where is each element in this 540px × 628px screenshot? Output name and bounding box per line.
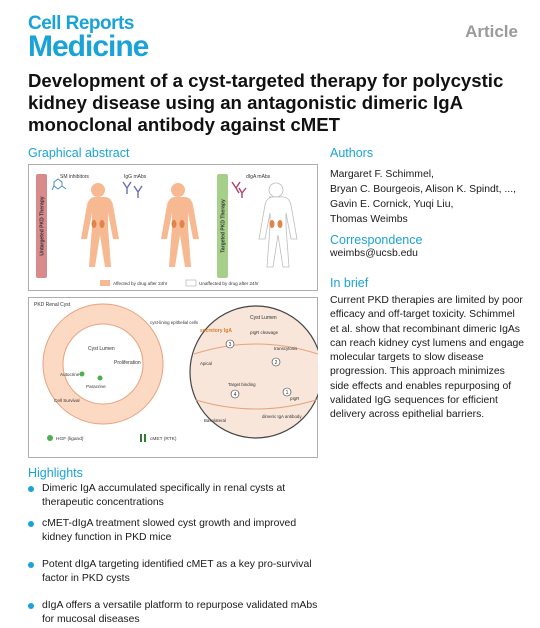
hgf-dot — [79, 371, 85, 377]
diga-label: dIgA mAbs — [246, 174, 271, 180]
step-1-label: 1 — [286, 390, 289, 396]
bullet-icon — [28, 562, 34, 568]
proliferation-label: Proliferation — [114, 360, 141, 366]
author-line: Margaret F. Schimmel, — [330, 169, 434, 180]
correspondence-email[interactable]: weimbs@ucsb.edu — [330, 248, 418, 259]
bullet-icon — [28, 486, 34, 492]
author-line: Gavin E. Cornick, Yuqi Liu, — [330, 199, 454, 210]
igg-label: IgG mAbs — [124, 174, 147, 180]
in-brief-line: can reach kidney cyst lumens and engage — [330, 337, 525, 349]
zoom-inset — [189, 305, 323, 439]
targeted-bar-label: Targeted PKD Therapy — [221, 199, 227, 253]
article-title: Development of a cyst-targeted therapy f… — [28, 70, 504, 135]
epithelial-label: cyst-lining epithelial cells — [150, 320, 199, 325]
secretory-iga-label: secretory IgA — [200, 328, 232, 334]
paracrine-label: Paracrine — [86, 384, 106, 389]
legend-affected-swatch — [100, 280, 110, 286]
highlight-item: Dimeric IgA accumulated specifically in … — [28, 482, 328, 510]
highlights-heading: Highlights — [28, 466, 83, 480]
authors-list: Margaret F. Schimmel, Bryan C. Bourgeois… — [330, 167, 530, 227]
dimeric-iga-label: dimeric IgA antibody — [262, 414, 302, 419]
hgf-dot — [97, 375, 103, 381]
highlight-item: Potent dIgA targeting identified cMET as… — [28, 558, 328, 586]
autocrine-label: Autocrine — [60, 372, 80, 377]
legend-unaffected-swatch — [185, 279, 197, 287]
transcytosis-label: transcytosis — [274, 346, 298, 351]
in-brief-line: delivery across epithelial barriers. — [330, 409, 485, 421]
graphical-abstract-heading: Graphical abstract — [28, 146, 130, 160]
zoom-lumen-label: Cyst Lumen — [250, 315, 277, 321]
cell-survival-label: Cell Survival — [54, 398, 80, 403]
legend-unaffected-label: Unaffected by drug after 24hr — [199, 281, 259, 286]
step-3-label: 3 — [229, 342, 232, 348]
journal-logo: Cell Reports Medicine — [28, 13, 149, 63]
bullet-icon — [28, 521, 34, 527]
target-binding-label: Target binding — [228, 382, 256, 387]
highlight-item: cMET-dIgA treatment slowed cyst growth a… — [28, 517, 328, 545]
cmet-legend-icon — [140, 434, 142, 442]
highlights-list: Dimeric IgA accumulated specifically in … — [28, 482, 328, 627]
basolateral-label: Basolateral — [204, 418, 226, 423]
author-line: Thomas Weimbs — [330, 214, 408, 225]
step-4-marker — [230, 389, 240, 399]
human-figure-untargeted-1 — [81, 183, 119, 267]
journal-name-line1: Cell Reports — [28, 13, 134, 34]
hgf-legend-label: HGF (ligand) — [56, 436, 84, 442]
human-figure-targeted — [258, 182, 298, 268]
apical-label: Apical — [200, 361, 212, 366]
authors-heading: Authors — [330, 146, 374, 160]
diga-antibody-icon — [231, 181, 247, 198]
journal-name-line2: Medicine — [28, 30, 149, 63]
step-4-label: 4 — [234, 392, 237, 398]
cmet-legend-label: cMET (RTK) — [150, 436, 177, 442]
correspondence-heading: Correspondence — [330, 233, 423, 247]
targeted-bar — [217, 174, 228, 278]
bullet-icon — [28, 603, 34, 609]
pigr-cleavage-label: pIgR cleavage — [250, 330, 279, 335]
cyst-lumen-label: Cyst Lumen — [88, 346, 115, 352]
in-brief-line: side effects and enables repurposing of — [330, 380, 512, 392]
article-type: Article — [465, 22, 518, 41]
in-brief-line: Current PKD therapies are limited by poo… — [330, 295, 523, 306]
small-molecule-icon — [51, 178, 67, 191]
renal-cyst-label: PKD Renal Cyst — [34, 302, 71, 308]
in-brief-line: et al. show that recombinant dimeric IgA… — [330, 323, 521, 335]
step-2-marker — [271, 357, 281, 367]
in-brief-line: efficacy and off-target toxicity. Schimm… — [330, 309, 515, 321]
hgf-legend-icon — [47, 435, 53, 441]
highlight-item: dIgA offers a versatile platform to repu… — [28, 599, 328, 627]
step-2-label: 2 — [275, 360, 278, 366]
untargeted-bar — [36, 174, 47, 278]
pigr-label: pIgR — [290, 396, 299, 401]
step-3-marker — [225, 339, 235, 349]
in-brief-text: Current PKD therapies are limited by poo… — [330, 294, 530, 423]
renal-cyst — [42, 303, 164, 425]
author-line: Bryan C. Bourgeois, Alison K. Spindt, ..… — [330, 184, 516, 195]
cmet-legend-icon — [144, 434, 146, 442]
in-brief-line: progression. This approach minimizes — [330, 366, 505, 378]
in-brief-line: validated IgG sequences for efficient — [330, 395, 498, 407]
sm-label: SM inhibitors — [60, 174, 89, 180]
in-brief-heading: In brief — [330, 276, 369, 290]
untargeted-bar-label: Untargeted PKD Therapy — [40, 196, 46, 255]
human-figure-untargeted-2 — [161, 183, 199, 267]
igg-antibody-icon — [122, 181, 143, 198]
graphical-abstract: Untargeted PKD Therapy Targeted PKD Ther… — [28, 164, 323, 458]
in-brief-line: molecular targets to slow disease — [330, 352, 484, 364]
legend-affected-label: Affected by drug after 24hr — [113, 281, 168, 286]
graphical-abstract-figure: Untargeted PKD Therapy Targeted PKD Ther… — [28, 164, 323, 458]
step-1-marker — [282, 387, 292, 397]
